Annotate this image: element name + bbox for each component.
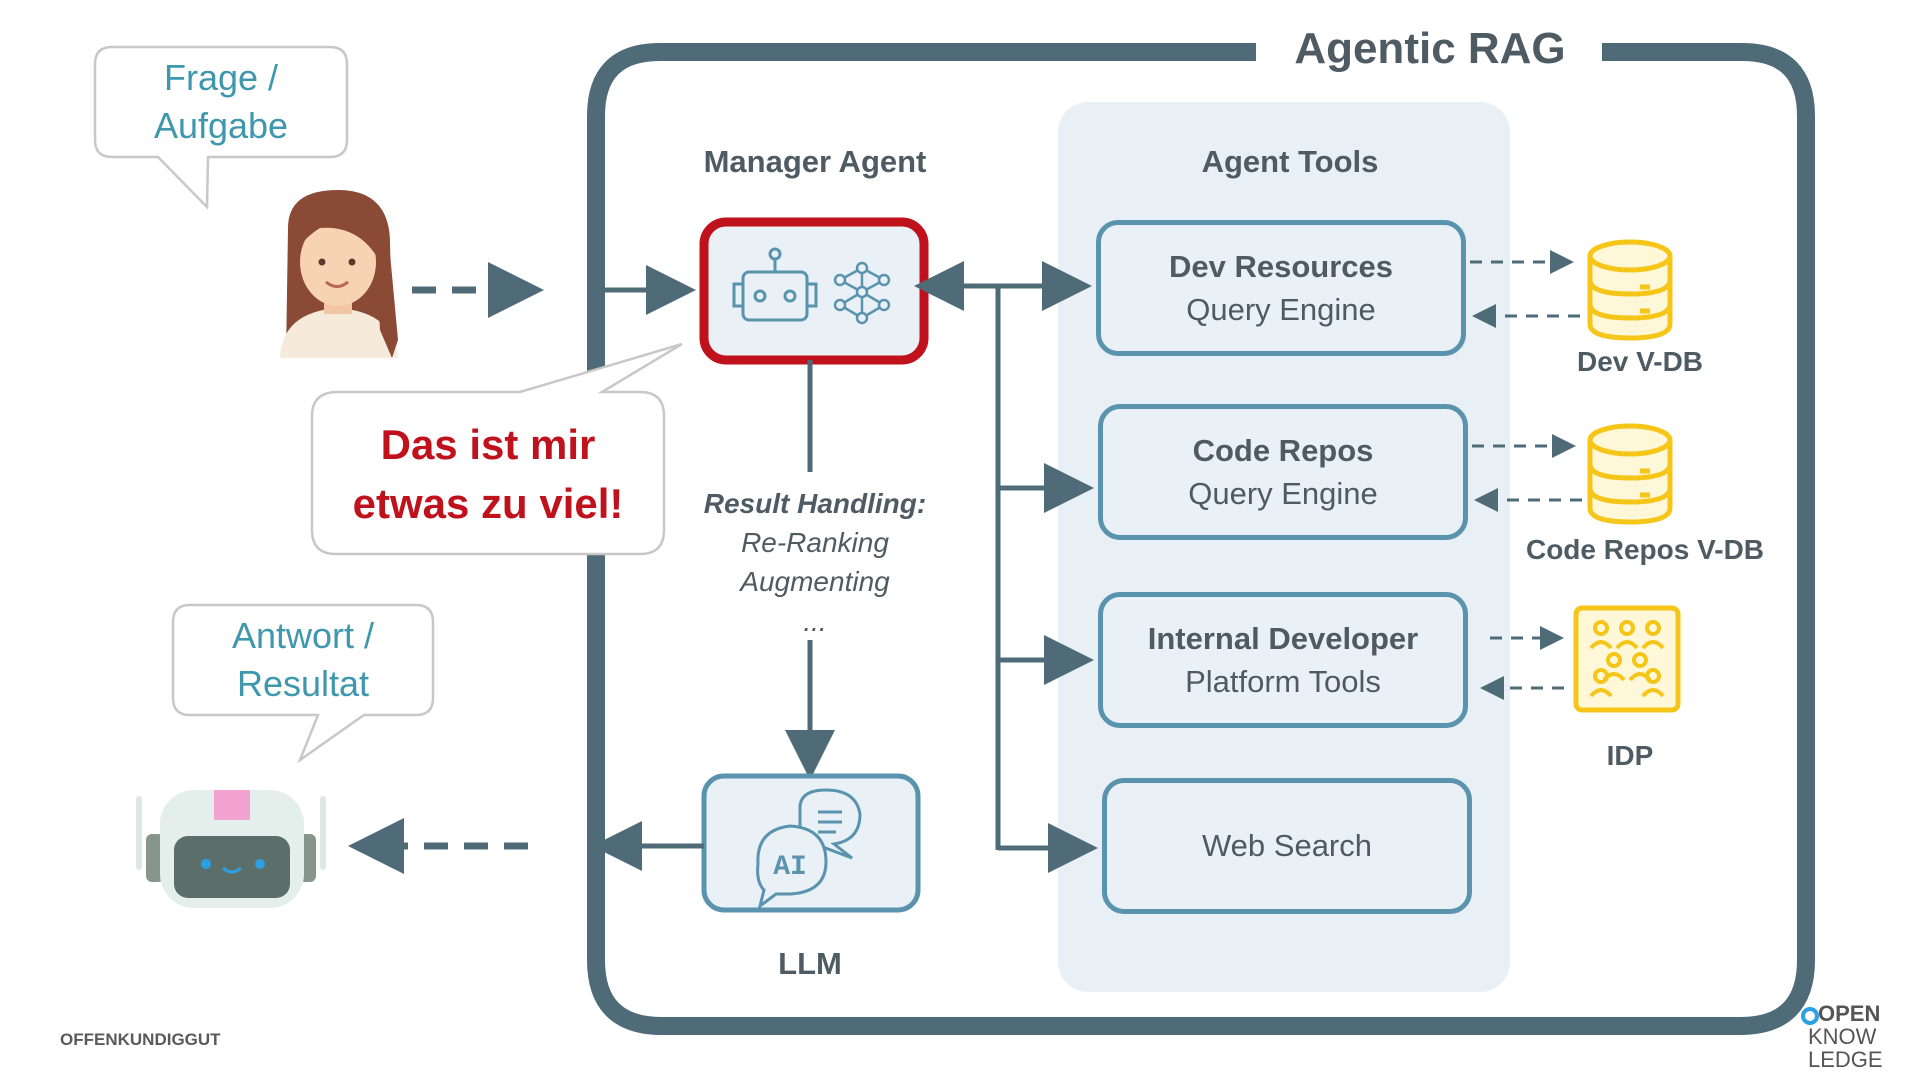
- ai-chat-icon: [756, 788, 862, 910]
- neural-network-icon: [833, 261, 891, 325]
- tool-dev-resources-title: Dev Resources: [1168, 248, 1393, 284]
- open-knowledge-logo-line-2: KNOW: [1808, 1024, 1877, 1050]
- tool-dev-resources[interactable]: Dev Resources Query Engine: [1096, 220, 1466, 356]
- agent-tools-label: Agent Tools: [1201, 144, 1379, 179]
- tool-web-search-label: Web Search: [1201, 828, 1372, 864]
- tool-dev-resources-subtitle: Query Engine: [1186, 292, 1376, 327]
- manager-agent-box: [699, 217, 929, 365]
- tool-idp-subtitle: Platform Tools: [1185, 664, 1381, 699]
- idp-label: IDP: [1606, 740, 1654, 771]
- user-avatar: [280, 190, 398, 358]
- offenkundiggut-logo: OFFENKUNDIGGUT: [60, 1030, 221, 1049]
- bot-avatar: [136, 790, 326, 908]
- tool-code-repos-subtitle: Query Engine: [1188, 476, 1378, 511]
- question-bubble: [93, 45, 349, 211]
- code-vdb-label: Code Repos V-DB: [1525, 534, 1765, 565]
- dev-vdb-label: Dev V-DB: [1576, 346, 1704, 377]
- diagram-title: Agentic RAG: [1294, 24, 1566, 73]
- idp-icon: [1573, 605, 1681, 713]
- overload-line-1: Das ist mir: [380, 421, 596, 468]
- dev-vdb-icon: [1587, 239, 1673, 341]
- ai-icon-text: AI: [773, 852, 807, 883]
- result-handling-block: Result Handling: Re-Ranking Augmenting .…: [680, 484, 950, 641]
- overload-line-2: etwas zu viel!: [352, 479, 624, 527]
- question-line-2: Aufgabe: [153, 104, 289, 146]
- open-knowledge-logo-ring: [1801, 1007, 1819, 1025]
- llm-label: LLM: [778, 946, 842, 981]
- overload-bubble: [310, 342, 683, 556]
- question-line-1: Frage /: [163, 57, 279, 98]
- tool-code-repos-title: Code Repos: [1192, 432, 1374, 468]
- code-vdb-icon: [1587, 423, 1673, 525]
- answer-line-1: Antwort /: [231, 615, 375, 656]
- open-knowledge-logo-line-1: OPEN: [1818, 1001, 1881, 1026]
- overload-bubble-text: Das ist mir etwas zu viel!: [318, 416, 658, 534]
- result-handling-line-3: ...: [803, 605, 827, 637]
- answer-bubble: [171, 603, 435, 764]
- result-handling-heading: Result Handling:: [703, 488, 927, 519]
- tool-idp-title: Internal Developer: [1147, 620, 1419, 656]
- manager-agent-label: Manager Agent: [703, 144, 927, 179]
- agentic-rag-frame: [587, 43, 1815, 1035]
- answer-line-2: Resultat: [236, 662, 370, 704]
- question-bubble-text: Frage / Aufgabe: [100, 54, 342, 149]
- open-knowledge-logo-line-3: LEDGE: [1808, 1047, 1883, 1073]
- tool-web-search[interactable]: Web Search: [1102, 778, 1472, 914]
- tool-internal-developer-platform[interactable]: Internal Developer Platform Tools: [1098, 592, 1468, 728]
- tool-code-repos[interactable]: Code Repos Query Engine: [1098, 404, 1468, 540]
- robot-icon: [732, 247, 818, 322]
- open-knowledge-logo: OPEN KNOW LEDGE: [1808, 1002, 1908, 1071]
- answer-bubble-text: Antwort / Resultat: [178, 612, 428, 707]
- result-handling-line-2: Augmenting: [740, 566, 890, 598]
- result-handling-line-1: Re-Ranking: [741, 527, 889, 559]
